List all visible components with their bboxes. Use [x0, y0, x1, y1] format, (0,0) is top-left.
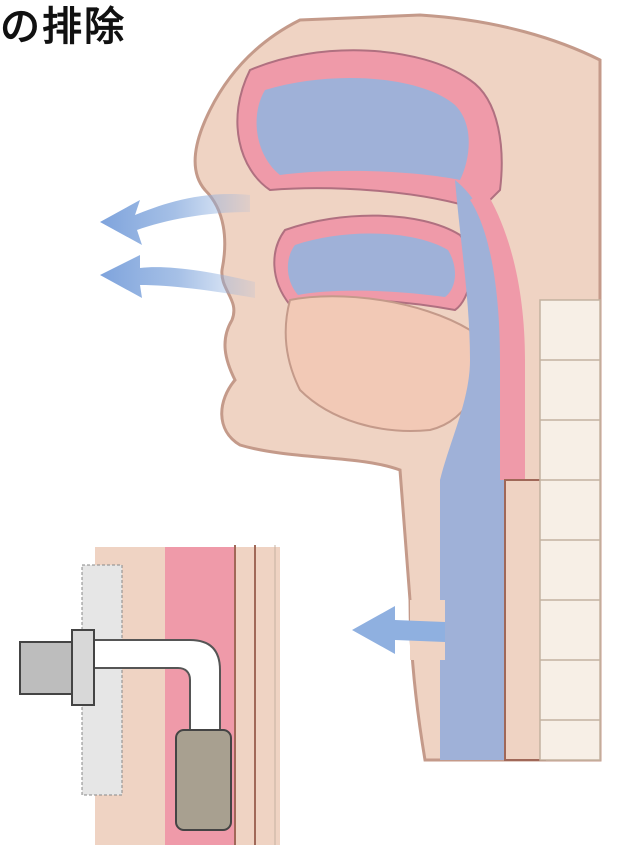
spine: [540, 300, 600, 760]
oral-airway: [288, 234, 455, 297]
tube-flange: [72, 630, 94, 705]
tube-cuff: [176, 730, 231, 830]
esophagus: [505, 480, 545, 760]
tube-connector: [20, 642, 75, 694]
tracheostomy-inset: [20, 545, 280, 845]
